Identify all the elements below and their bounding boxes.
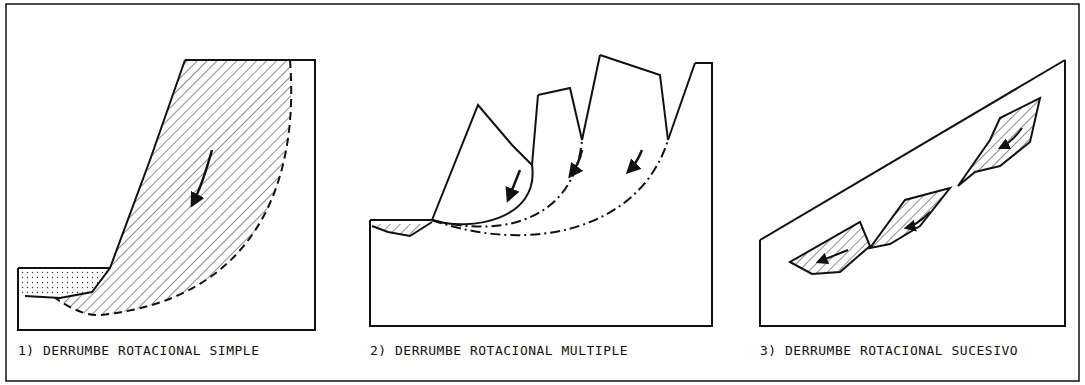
- panel-caption: 1) DERRUMBE ROTACIONAL SIMPLE: [16, 343, 261, 358]
- successive-slide: [760, 60, 1065, 326]
- panel-caption: 2) DERRUMBE ROTACIONAL MULTIPLE: [368, 343, 630, 358]
- multiple-slide: [370, 55, 712, 326]
- outer-border: [6, 4, 1079, 381]
- panel-caption: 3) DERRUMBE ROTACIONAL SUCESIVO: [758, 343, 1020, 358]
- simple-slide: [18, 60, 315, 330]
